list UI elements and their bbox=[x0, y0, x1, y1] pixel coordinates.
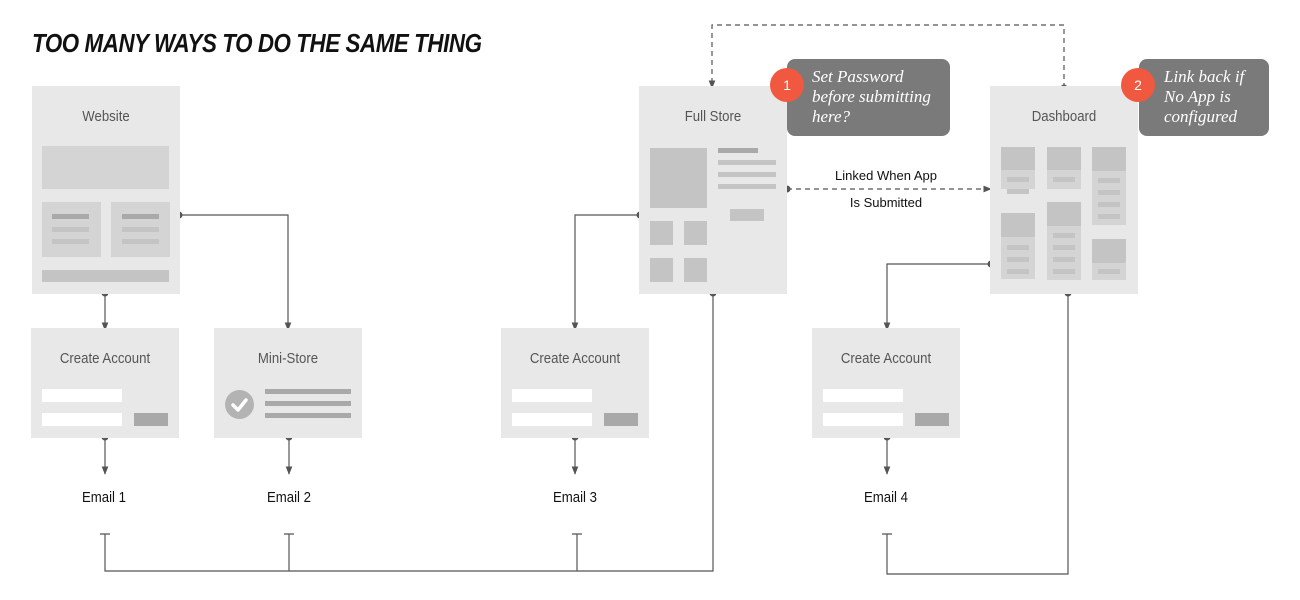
text-line bbox=[265, 389, 351, 394]
form-field bbox=[512, 389, 592, 402]
mini-store-card[interactable]: Mini-Store bbox=[214, 328, 362, 438]
create-account-card-title: Create Account bbox=[840, 350, 932, 367]
create-account-card-title: Create Account bbox=[59, 350, 151, 367]
widget-header bbox=[1047, 147, 1081, 170]
email-2-label: Email 2 bbox=[266, 489, 312, 506]
form-submit-button bbox=[604, 413, 638, 426]
text-line bbox=[1053, 233, 1075, 238]
website-card[interactable]: Website bbox=[32, 86, 180, 294]
text-line bbox=[1098, 178, 1120, 183]
dashboard-card-title: Dashboard bbox=[1031, 108, 1097, 125]
thumbnail-block bbox=[650, 258, 673, 282]
form-field bbox=[512, 413, 592, 426]
text-line bbox=[1098, 214, 1120, 219]
form-field bbox=[823, 413, 903, 426]
callout-link-back: Link back if No App is configured bbox=[1139, 59, 1269, 136]
widget-header bbox=[1092, 147, 1126, 171]
text-line bbox=[1053, 257, 1075, 262]
create-account-card-title: Create Account bbox=[529, 350, 621, 367]
form-field bbox=[42, 389, 122, 402]
text-line bbox=[1098, 269, 1120, 274]
create-account-card-4[interactable]: Create Account bbox=[812, 328, 960, 438]
text-line bbox=[718, 160, 776, 165]
checkmark-icon bbox=[225, 390, 254, 419]
email-3-bottom-tick bbox=[572, 533, 582, 571]
text-line bbox=[1007, 269, 1029, 274]
text-line bbox=[1053, 245, 1075, 250]
dashboard-to-create-account-connector bbox=[883, 263, 991, 331]
website-hero-block bbox=[42, 146, 169, 189]
text-line bbox=[1098, 190, 1120, 195]
email-4-bottom-connector bbox=[882, 293, 1069, 575]
dashboard-card[interactable]: Dashboard bbox=[990, 86, 1138, 294]
text-line bbox=[52, 227, 89, 232]
full-store-card[interactable]: Full Store bbox=[639, 86, 787, 294]
create-account-card-1[interactable]: Create Account bbox=[31, 328, 179, 438]
text-line bbox=[122, 227, 159, 232]
website-card-title: Website bbox=[82, 108, 130, 125]
text-line bbox=[718, 172, 776, 177]
text-line bbox=[1007, 257, 1029, 262]
widget-header bbox=[1047, 202, 1081, 226]
text-line bbox=[718, 184, 776, 189]
text-line bbox=[1053, 269, 1075, 274]
form-field bbox=[42, 413, 122, 426]
text-line bbox=[122, 239, 159, 244]
text-line bbox=[265, 401, 351, 406]
widget-header bbox=[1001, 147, 1035, 170]
form-field bbox=[823, 389, 903, 402]
thumbnail-block bbox=[684, 221, 707, 245]
form-submit-button bbox=[915, 413, 949, 426]
dashboard-to-full-store-dashed-connector bbox=[708, 24, 1065, 89]
text-line bbox=[122, 214, 159, 219]
website-footer-block bbox=[42, 270, 169, 282]
linked-when-app-submitted-label: Linked When App Is Submitted bbox=[835, 168, 937, 210]
text-line bbox=[52, 239, 89, 244]
thumbnail-block bbox=[650, 221, 673, 245]
create-account-card-3[interactable]: Create Account bbox=[501, 328, 649, 438]
callout-2-badge: 2 bbox=[1121, 68, 1155, 102]
callout-1-badge: 1 bbox=[770, 68, 804, 102]
page-title: TOO MANY WAYS TO DO THE SAME THING bbox=[32, 28, 482, 58]
text-line bbox=[1007, 177, 1029, 182]
callout-set-password: Set Password before submitting here? bbox=[787, 59, 950, 136]
full-store-to-create-account-connector bbox=[571, 214, 640, 331]
text-line bbox=[1007, 189, 1029, 194]
product-image-block bbox=[650, 148, 707, 208]
text-line bbox=[718, 148, 758, 153]
text-line bbox=[1007, 245, 1029, 250]
email-2-bottom-tick bbox=[284, 533, 294, 571]
full-store-card-title: Full Store bbox=[684, 108, 742, 125]
form-submit-button bbox=[134, 413, 168, 426]
text-line bbox=[52, 214, 89, 219]
email-bottom-connector bbox=[100, 293, 714, 572]
mini-store-card-title: Mini-Store bbox=[257, 350, 319, 367]
thumbnail-block bbox=[684, 258, 707, 282]
email-3-label: Email 3 bbox=[552, 489, 598, 506]
text-line bbox=[1053, 177, 1075, 182]
email-4-label: Email 4 bbox=[863, 489, 909, 506]
website-to-mini-store-connector bbox=[179, 214, 292, 331]
buy-button-block bbox=[730, 209, 764, 221]
email-1-label: Email 1 bbox=[81, 489, 127, 506]
text-line bbox=[265, 413, 351, 418]
text-line bbox=[1098, 202, 1120, 207]
widget-header bbox=[1001, 213, 1035, 237]
widget-header bbox=[1092, 239, 1126, 263]
